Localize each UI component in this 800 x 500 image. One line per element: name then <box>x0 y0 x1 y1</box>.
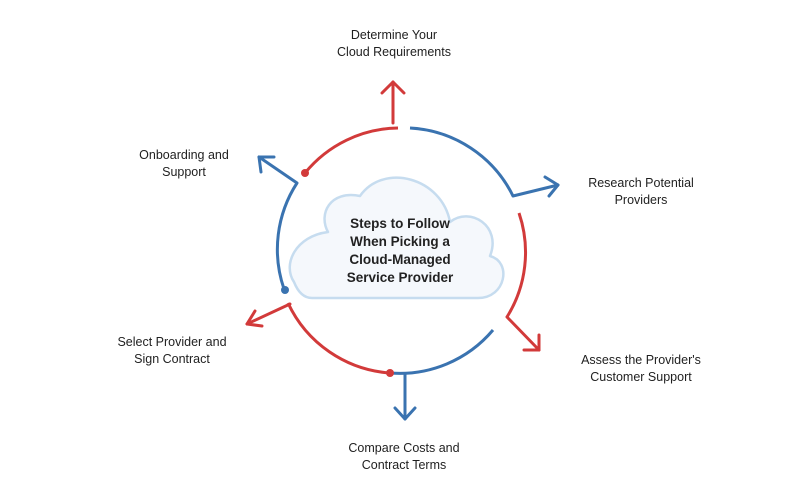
ring-dots <box>281 169 394 377</box>
arc-blue-lower-right <box>389 329 495 375</box>
arc-red-lower-left <box>286 302 391 375</box>
step-text: Customer Support <box>590 370 692 384</box>
arc-red-top <box>303 126 399 174</box>
cycle-ring <box>275 126 527 375</box>
step-text: Onboarding and <box>139 148 229 162</box>
diagram-title-line: Service Provider <box>346 270 454 285</box>
ring-dot-red-bottom <box>386 369 394 377</box>
step-text: Providers <box>614 193 668 207</box>
step-text: Contract Terms <box>361 458 447 472</box>
diagram-title-line: Cloud-Managed <box>349 252 451 267</box>
arrow-icon-research <box>511 175 560 198</box>
step-text: Research Potential <box>588 176 694 190</box>
step-label-determine: Determine Your Cloud Requirements <box>304 27 484 61</box>
arrow-icon-select <box>245 302 292 328</box>
arc-blue-upper-right <box>409 126 515 197</box>
step-text: Assess the Provider's <box>581 353 701 367</box>
step-label-select: Select Provider and Sign Contract <box>82 334 262 368</box>
step-text: Sign Contract <box>134 352 210 366</box>
ring-dot-blue-left <box>281 286 289 294</box>
diagram-title-line: Steps to Follow <box>350 216 450 231</box>
step-label-assess: Assess the Provider's Customer Support <box>551 352 731 386</box>
diagram-title-line: When Picking a <box>350 234 450 249</box>
step-label-onboarding: Onboarding and Support <box>94 147 274 181</box>
step-text: Select Provider and <box>117 335 227 349</box>
step-label-research: Research Potential Providers <box>551 175 731 209</box>
cloud-shape <box>288 176 505 300</box>
step-text: Support <box>162 165 206 179</box>
arrow-icon-determine <box>380 80 406 125</box>
ring-dot-red-top <box>301 169 309 177</box>
arc-red-right <box>505 212 527 318</box>
diagram-title: Steps to Follow When Picking a Cloud-Man… <box>320 215 480 287</box>
step-arrows <box>245 80 560 421</box>
step-text: Determine Your <box>350 28 438 42</box>
arc-blue-left <box>275 182 299 290</box>
arrow-icon-compare <box>393 372 417 421</box>
step-text: Cloud Requirements <box>337 45 451 59</box>
arrow-icon-assess <box>505 315 541 352</box>
cloud-icon <box>288 176 505 300</box>
arrow-icon-onboarding <box>257 155 299 185</box>
step-text: Compare Costs and <box>348 441 460 455</box>
step-label-compare: Compare Costs and Contract Terms <box>314 440 494 474</box>
